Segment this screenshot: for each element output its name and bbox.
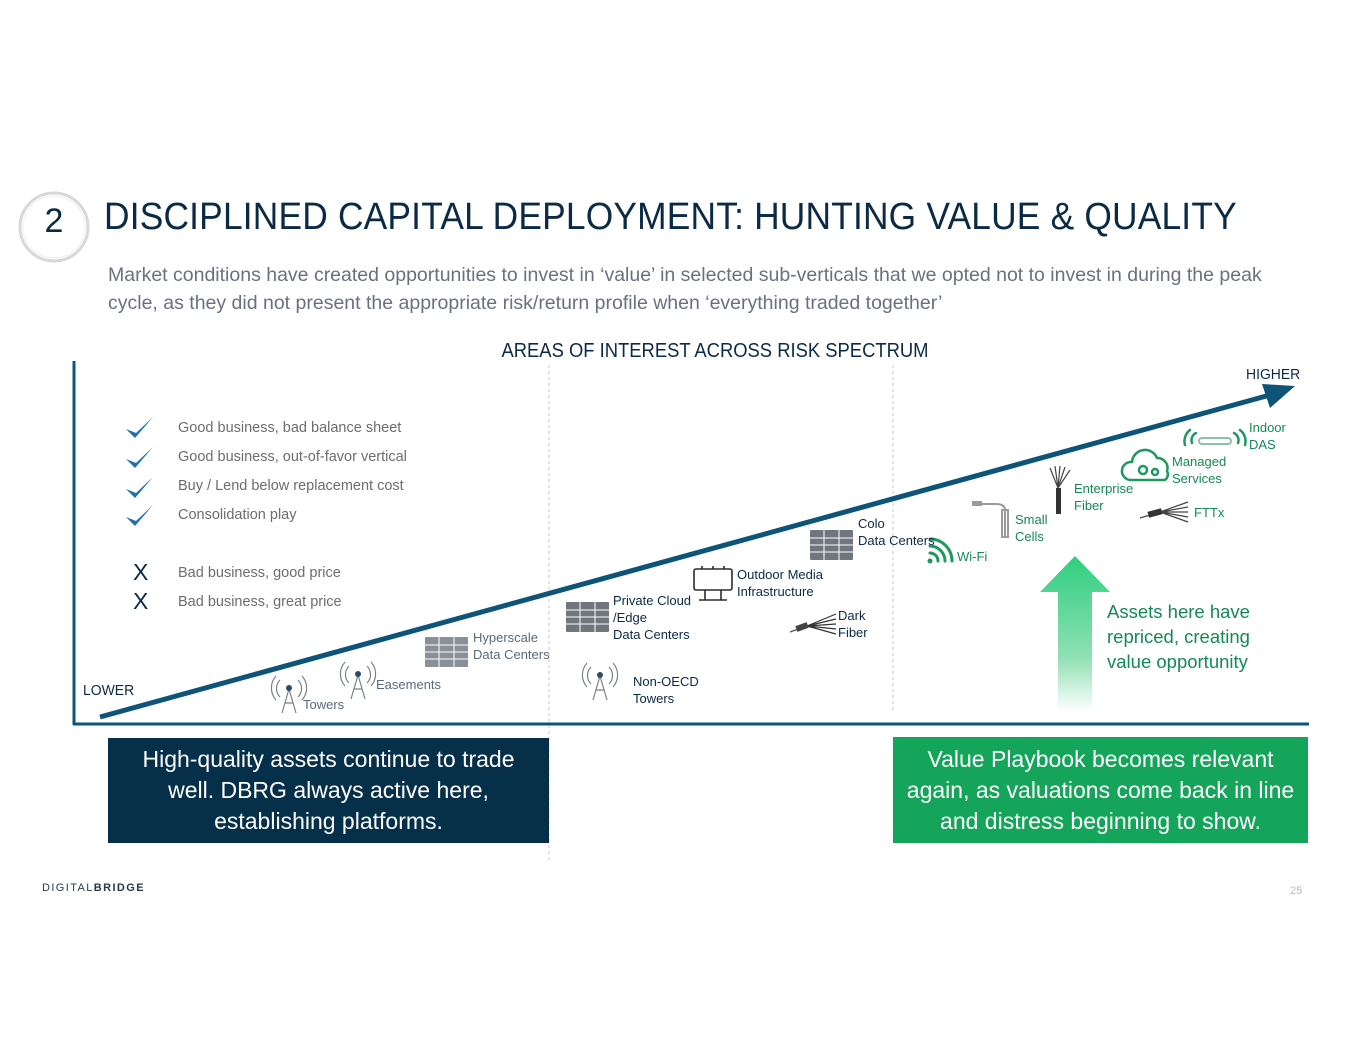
criteria-item: Bad business, great price bbox=[178, 594, 342, 610]
das-icon bbox=[1183, 428, 1247, 447]
risk-arrow-head bbox=[1262, 384, 1295, 408]
x-icon: X bbox=[133, 559, 149, 585]
criteria-item: Buy / Lend below replacement cost bbox=[178, 478, 404, 494]
asset-towers: Towers bbox=[303, 697, 345, 712]
criteria-item: Consolidation play bbox=[178, 507, 297, 523]
tower-icon bbox=[581, 662, 619, 701]
tower-icon bbox=[270, 675, 308, 714]
wifi-icon bbox=[927, 537, 954, 564]
check-icon bbox=[124, 474, 156, 504]
server-icon bbox=[810, 530, 853, 560]
chart-title: AREAS OF INTEREST ACROSS RISK SPECTRUM bbox=[501, 340, 929, 362]
risk-arrow-line bbox=[99, 392, 1271, 720]
axis-high-label: HIGHER bbox=[1246, 366, 1301, 383]
page-subtitle: Market conditions have created opportuni… bbox=[108, 264, 1262, 314]
asset-fttx: FTTx bbox=[1194, 505, 1225, 520]
x-icon: X bbox=[133, 588, 149, 614]
repriced-callout: Assets here have repriced, creating valu… bbox=[1107, 601, 1250, 672]
criteria-item: Good business, out-of-favor vertical bbox=[178, 449, 407, 465]
axis-low-label: LOWER bbox=[83, 682, 135, 699]
fiber-icon bbox=[1049, 465, 1071, 514]
page-number: 25 bbox=[1290, 885, 1303, 897]
tower-icon bbox=[339, 661, 377, 700]
server-icon bbox=[425, 637, 468, 667]
asset-wifi: Wi-Fi bbox=[957, 549, 988, 564]
streetlight-icon bbox=[972, 501, 1009, 538]
check-icon bbox=[124, 502, 156, 532]
up-arrow-icon bbox=[1040, 556, 1110, 712]
section-badge-icon bbox=[18, 191, 90, 263]
fiber-icon bbox=[789, 613, 837, 635]
company-logo: DIGITALBRIDGE bbox=[42, 882, 145, 894]
criteria-item: Good business, bad balance sheet bbox=[178, 420, 402, 436]
criteria-item: Bad business, good price bbox=[178, 565, 341, 581]
high-quality-box: High-quality assets continue to trade we… bbox=[108, 738, 549, 843]
page-title: DISCIPLINED CAPITAL DEPLOYMENT: HUNTING … bbox=[104, 196, 1237, 238]
cloud-gear-icon bbox=[1120, 448, 1170, 482]
server-icon bbox=[566, 602, 609, 632]
fiber-icon bbox=[1139, 501, 1189, 523]
asset-easements: Easements bbox=[376, 677, 442, 692]
check-icon bbox=[124, 414, 156, 444]
section-number: 2 bbox=[44, 202, 64, 240]
value-playbook-box: Value Playbook becomes relevant again, a… bbox=[893, 737, 1308, 843]
check-icon bbox=[124, 444, 156, 474]
billboard-icon bbox=[693, 566, 733, 601]
